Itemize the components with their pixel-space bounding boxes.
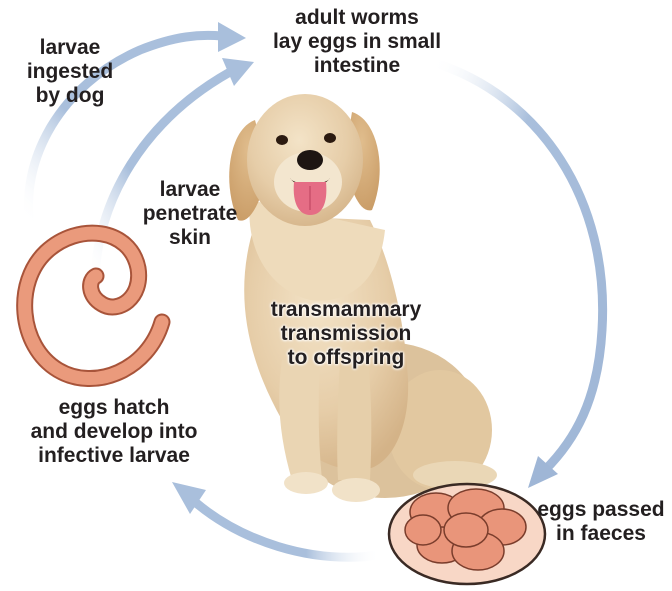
label-adult-worms: adult worms lay eggs in small intestine — [262, 6, 452, 78]
label-transmammary: transmammary transmission to offspring — [246, 298, 446, 370]
label-eggs-passed: eggs passed in faeces — [536, 498, 666, 546]
eggs-icon — [389, 484, 545, 584]
label-eggs-hatch: eggs hatch and develop into infective la… — [14, 396, 214, 468]
label-larvae-ingested: larvae ingested by dog — [20, 36, 120, 108]
label-larvae-penetrate: larvae penetrate skin — [135, 178, 245, 250]
